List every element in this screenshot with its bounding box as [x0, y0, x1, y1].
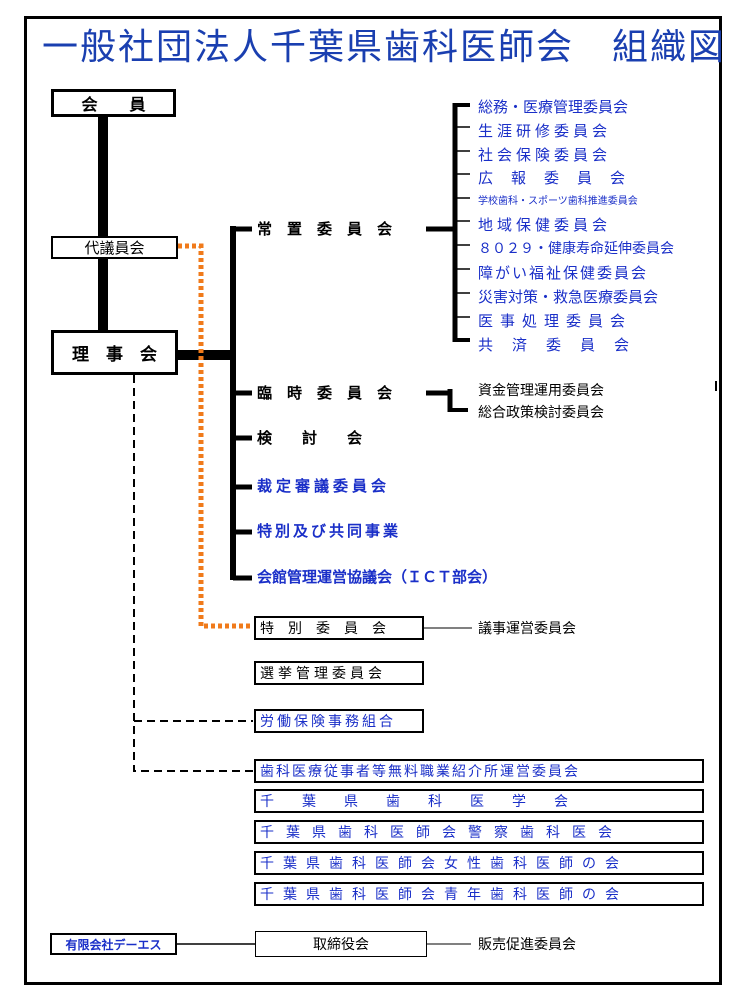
review-meeting: 検 討 会: [257, 429, 363, 447]
standing-child: 災害対策・救急医療委員会: [478, 288, 659, 306]
election-committee-box: 選挙管理委員会: [254, 661, 424, 685]
women-dentist-label: 千葉県歯科医師会女性歯科医師の会: [260, 856, 628, 872]
academy-label: 千 葉 県 歯 科 医 学 会: [260, 794, 568, 810]
standing-child: 学校歯科・スポーツ歯科推進委員会: [478, 196, 638, 207]
standing-child: 医事処理委員会: [478, 312, 633, 330]
election-committee-label: 選挙管理委員会: [260, 666, 386, 682]
police-dentist-box: 千葉県歯科医師会警察歯科医会: [254, 820, 704, 844]
company-label: 有限会社デーエス: [65, 937, 162, 952]
standing-child: ８０２９・健康寿命延伸委員会: [478, 241, 674, 257]
special-joint-business: 特別及び共同事業: [257, 522, 402, 540]
temporary-child: 資金管理運用委員会: [478, 383, 604, 399]
police-dentist-label: 千葉県歯科医師会警察歯科医会: [260, 825, 624, 841]
standing-children-list: 総務・医療管理委員会 生涯研修委員会 社会保険委員会 広報委員会 学校歯科・スポ…: [478, 96, 698, 358]
members-box: 会 員: [51, 89, 176, 117]
dashed-line: [133, 375, 253, 772]
delegates-box: 代議員会: [51, 236, 178, 259]
standing-child: 広報委員会: [478, 169, 644, 187]
standing-child: 共済委員会: [478, 336, 649, 354]
academy-box: 千 葉 県 歯 科 医 学 会: [254, 789, 704, 813]
standing-child: 地域保健委員会: [478, 216, 612, 234]
diagram-frame: [24, 16, 722, 985]
sales-promotion-committee: 販売促進委員会: [478, 937, 576, 953]
delegates-label: 代議員会: [84, 239, 145, 257]
orange-dotted-line: [178, 243, 250, 629]
judgment-committee: 裁定審議委員会: [257, 477, 391, 495]
labor-insurance-box: 労働保険事務組合: [254, 709, 424, 733]
special-committee-box: 特 別 委 員 会: [254, 616, 424, 640]
women-dentist-box: 千葉県歯科医師会女性歯科医師の会: [254, 851, 704, 875]
directors-label: 取締役会: [313, 937, 369, 953]
special-committee-child: 議事運営委員会: [478, 621, 576, 637]
standing-child: 生涯研修委員会: [478, 122, 612, 140]
page-title: 一般社団法人千葉県歯科医師会 組織図: [42, 27, 727, 68]
board-label: 理 事 会: [72, 345, 157, 365]
company-box: 有限会社デーエス: [50, 933, 177, 955]
youth-dentist-label: 千葉県歯科医師会青年歯科医師の会: [260, 887, 628, 903]
standing-child: 社会保険委員会: [478, 146, 612, 164]
directors-box: 取締役会: [255, 931, 427, 957]
youth-dentist-box: 千葉県歯科医師会青年歯科医師の会: [254, 882, 704, 906]
standing-child: 障がい福祉保健委員会: [478, 264, 649, 282]
board-box: 理 事 会: [51, 330, 178, 375]
temporary-committee: 臨 時 委 員 会: [257, 384, 393, 402]
temporary-child: 総合政策検討委員会: [478, 405, 604, 421]
employment-committee-box: 歯科医療従事者等無料職業紹介所運営委員会: [254, 759, 704, 783]
standing-committee: 常 置 委 員 会: [257, 220, 393, 238]
special-committee-label: 特 別 委 員 会: [260, 621, 386, 637]
labor-insurance-label: 労働保険事務組合: [260, 714, 396, 730]
standing-child: 総務・医療管理委員会: [478, 98, 629, 116]
members-label: 会 員: [81, 95, 146, 114]
employment-committee-label: 歯科医療従事者等無料職業紹介所運営委員会: [260, 764, 580, 780]
hall-management-council: 会館管理運営協議会（ＩＣＴ部会）: [257, 568, 498, 586]
